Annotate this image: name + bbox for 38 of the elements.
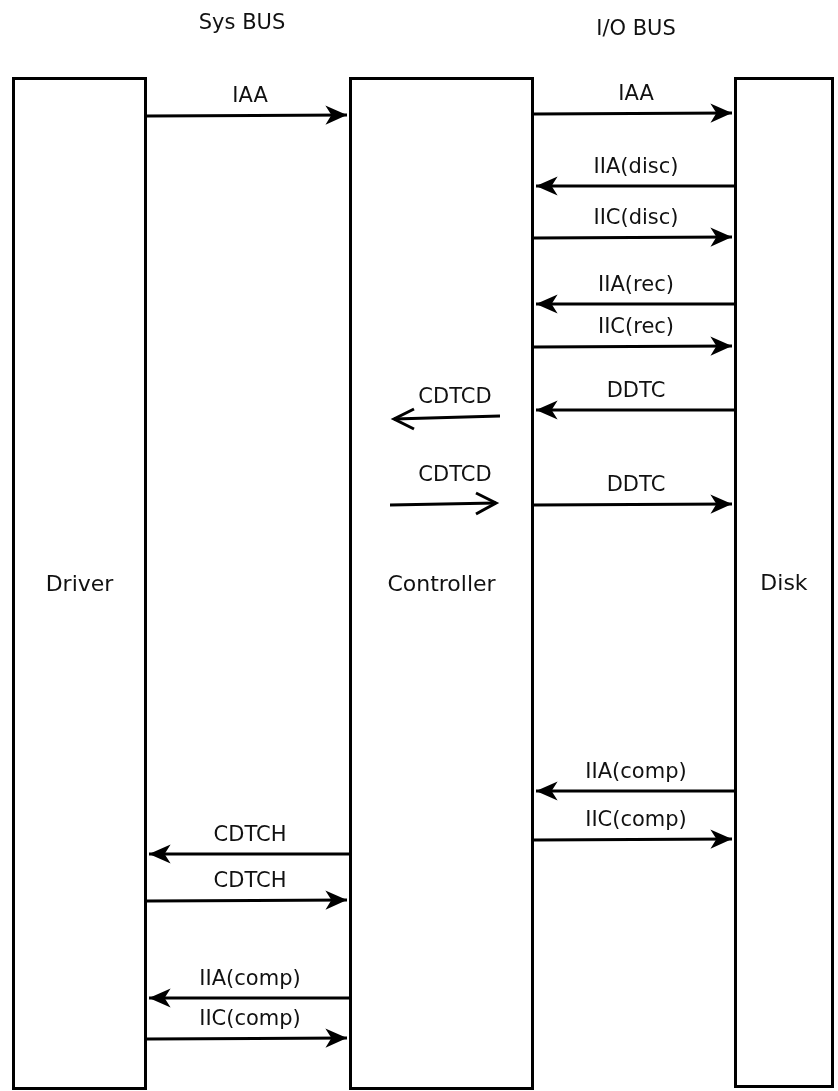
edge-label: IIC(disc) (593, 207, 679, 228)
lifeline-box (349, 77, 534, 1090)
node-label: Controller (387, 571, 496, 596)
text-label: CDTCD (418, 464, 492, 485)
edge-label: IAA (618, 83, 654, 104)
edge-label: IIA(disc) (593, 156, 679, 177)
arrow (147, 1028, 347, 1048)
arrow (536, 294, 734, 314)
arrow (536, 781, 734, 801)
arrow (534, 494, 732, 514)
arrow (536, 400, 734, 420)
arrow (534, 336, 732, 356)
arrow (147, 890, 347, 910)
edge-label: IIC(rec) (597, 316, 675, 337)
edge-label: IIA(rec) (598, 274, 674, 295)
node-label: Disk (760, 570, 808, 595)
arrow (534, 829, 732, 849)
edge-label: IIC(comp) (585, 809, 687, 830)
arrow (536, 176, 734, 196)
edge-label: DDTC (606, 380, 666, 401)
edge-label: IIA(comp) (585, 761, 687, 782)
arrow (147, 105, 347, 125)
arrow (534, 227, 732, 247)
edge-label: IIA(comp) (199, 968, 301, 989)
node-label: Driver (45, 571, 114, 596)
edge-label: CDTCH (213, 870, 287, 891)
arrow (149, 844, 349, 864)
edge-label: IAA (232, 85, 268, 106)
arrow (149, 988, 349, 1008)
lifeline-box (12, 77, 147, 1090)
text-label: CDTCD (418, 386, 492, 407)
text-label: I/O BUS (596, 18, 676, 39)
edge-label: DDTC (606, 474, 666, 495)
edge-label: CDTCH (213, 824, 287, 845)
text-label: Sys BUS (198, 12, 286, 33)
edge-label: IIC(comp) (199, 1008, 301, 1029)
arrow (534, 103, 732, 123)
lifeline-box (734, 77, 834, 1088)
